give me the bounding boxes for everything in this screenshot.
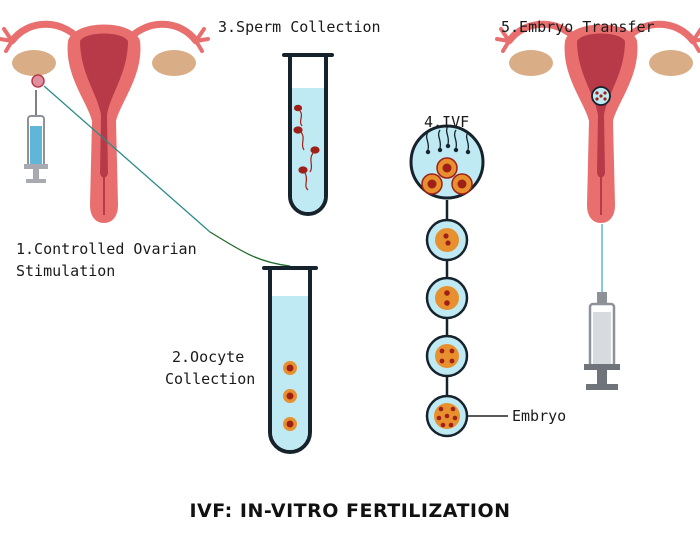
oocyte-collection-tube bbox=[262, 266, 318, 454]
zygote-stage bbox=[425, 218, 469, 262]
four-cell-stage bbox=[425, 334, 469, 378]
uterus-left-illustration bbox=[0, 24, 208, 223]
uterus-right-illustration bbox=[497, 24, 700, 223]
follicle-icon bbox=[31, 74, 45, 88]
label-step-2-line-2: Collection bbox=[165, 370, 255, 388]
sperm-collection-tube bbox=[282, 53, 334, 216]
label-step-4: 4.IVF bbox=[424, 113, 469, 131]
label-step-5: 5.Embryo Transfer bbox=[501, 18, 655, 36]
fertilization-dish bbox=[409, 124, 485, 200]
ivf-development-chain bbox=[409, 124, 508, 438]
diagram-title: IVF: IN-VITRO FERTILIZATION bbox=[189, 500, 510, 522]
label-step-1-line-1: 1.Controlled Ovarian bbox=[16, 240, 197, 258]
two-cell-stage bbox=[425, 276, 469, 320]
label-step-2-line-1: 2.Oocyte bbox=[172, 348, 244, 366]
aspiration-thread-line bbox=[209, 231, 291, 267]
transfer-syringe bbox=[584, 224, 620, 390]
aspiration-needle-line bbox=[43, 85, 211, 233]
sperm-icon bbox=[293, 104, 320, 191]
oocyte-icon bbox=[283, 361, 297, 431]
label-step-1-line-2: Stimulation bbox=[16, 262, 115, 280]
label-embryo: Embryo bbox=[512, 407, 566, 425]
label-step-3: 3.Sperm Collection bbox=[218, 18, 381, 36]
stimulation-syringe bbox=[24, 90, 48, 183]
embryo-stage bbox=[425, 394, 469, 438]
